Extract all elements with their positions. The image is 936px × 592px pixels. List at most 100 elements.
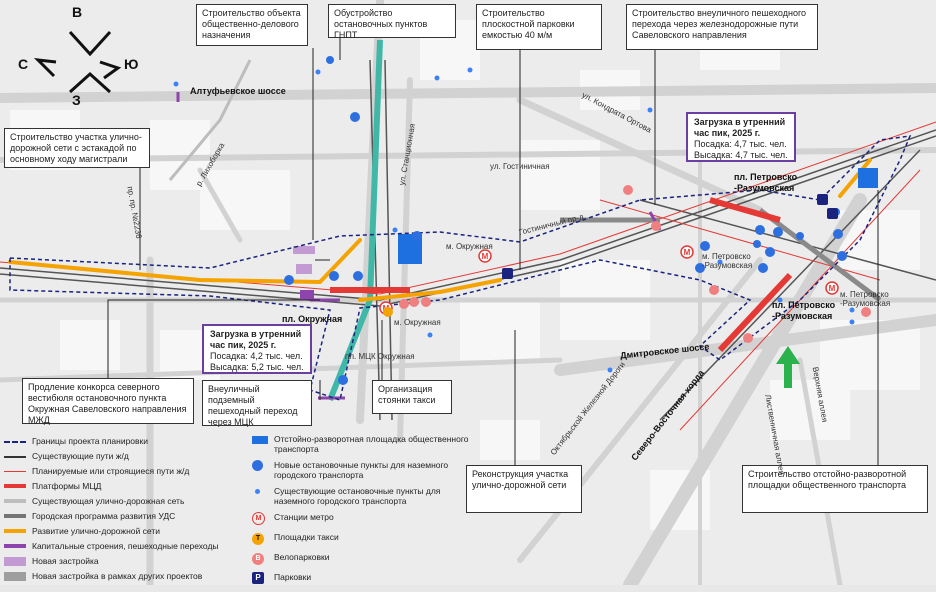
callout-pedestrian-crossing: Строительство внеуличного пешеходного пе…	[626, 4, 818, 50]
parking-icon: P	[252, 572, 264, 584]
legend-item: Границы проекта планировки	[4, 434, 244, 449]
legend-item: Новая застройка	[4, 554, 244, 569]
label-gostinichnaya: ул. Гостиничная	[490, 162, 550, 171]
new-building	[300, 290, 314, 300]
legend-item: Существующие пути ж/д	[4, 449, 244, 464]
terminal-icon	[252, 434, 268, 446]
new-building	[296, 264, 312, 274]
legend-item: Существующая улично-дорожная сеть	[4, 494, 244, 509]
legend-item: М Станции метро	[252, 512, 472, 526]
callout-concourse: Продление конкорса северного вестибюля о…	[22, 378, 194, 425]
legend-item: Новая застройка в рамках других проектов	[4, 569, 244, 584]
legend-label: Отстойно-разворотная площадка общественн…	[274, 434, 469, 454]
load-box-okruzhnaya: Загрузка в утренний час пик, 2025 г. Пос…	[202, 324, 312, 374]
legend-item: Существующие остановочные пункты для наз…	[252, 486, 472, 506]
direction-arrow-icon	[776, 346, 800, 388]
svg-text:М: М	[684, 248, 691, 257]
load-boarding: Посадка: 4,2 тыс. чел.	[210, 351, 303, 361]
callout-underpass: Внеуличный подземный пешеходный переход …	[202, 380, 312, 427]
taxi-icon: Т	[252, 532, 264, 545]
label-pl-mck-okruzhnaya: пл. МЦК Окружная	[345, 352, 415, 361]
legend-swatch	[4, 499, 26, 503]
load-box-petrovsko: Загрузка в утренний час пик, 2025 г. Пос…	[686, 112, 796, 162]
legend-item: Капитальные строения, пешеходные переход…	[4, 539, 244, 554]
legend-swatch	[4, 557, 26, 566]
legend-swatch	[4, 441, 26, 443]
legend-item: Новые остановочные пункты для наземного …	[252, 460, 472, 480]
label-m-okruzhnaya-bottom: м. Окружная	[394, 318, 441, 327]
legend-item: Платформы МЦД	[4, 479, 244, 494]
legend-label: Станции метро	[274, 512, 334, 522]
svg-text:М: М	[829, 284, 836, 293]
svg-text:М: М	[482, 252, 489, 261]
legend-swatch	[4, 484, 26, 488]
compass-rose	[33, 30, 122, 94]
city-program-roads	[560, 208, 882, 302]
label-altufevskoe: Алтуфьевское шоссе	[190, 86, 286, 96]
legend-label: Существующие остановочные пункты для наз…	[274, 486, 441, 506]
callout-taxi: Организация стоянки такси	[372, 380, 452, 414]
compass-south: З	[72, 92, 81, 108]
compass-north: В	[72, 4, 83, 20]
legend-item: В Велопарковки	[252, 552, 472, 566]
taxi-stand	[383, 307, 393, 317]
road-development	[8, 158, 872, 302]
project-boundaries	[9, 135, 912, 401]
legend-label: Велопарковки	[274, 552, 330, 562]
legend-label: Новая застройка в рамках других проектов	[32, 571, 203, 581]
parkings	[502, 194, 838, 279]
legend-label: Новые остановочные пункты для наземного …	[274, 460, 449, 480]
legend-item: Отстойно-разворотная площадка общественн…	[252, 434, 472, 454]
existing-stop-icon	[252, 486, 263, 499]
legend-item: Планируемые или строящиеся пути ж/д	[4, 464, 244, 479]
legend-swatch	[4, 514, 26, 518]
river-likhoborka	[168, 59, 252, 181]
compass-east: Ю	[124, 56, 139, 72]
new-stop-icon	[252, 460, 263, 473]
callout-bus-stops: Обустройство остановочных пунктов ГНПТ	[328, 4, 456, 40]
legend-label: Планируемые или строящиеся пути ж/д	[32, 466, 190, 476]
label-pl-okruzhnaya: пл. Окружная	[282, 314, 343, 324]
legend-swatch	[4, 456, 26, 458]
existing-stops	[173, 67, 855, 373]
load-box-title: Загрузка в утренний час пик, 2025 г.	[210, 329, 302, 350]
callout-parking: Строительство плоскостной парковки емкос…	[476, 4, 602, 50]
label-m-okruzhnaya-top: м. Окружная	[446, 242, 493, 251]
callout-terminal: Строительство отстойно-разворотной площа…	[742, 465, 928, 513]
legend-swatch	[4, 529, 26, 533]
label-pl-petrovsko-top: пл. Петровско -Разумовская	[734, 172, 798, 193]
legend-label: Развитие улично-дорожной сети	[32, 526, 160, 536]
load-alighting: Высадка: 5,2 тыс. чел.	[210, 362, 304, 372]
legend-label: Новая застройка	[32, 556, 99, 566]
label-m-petrovsko-right: м. Петровско -Разумовская	[840, 290, 891, 308]
legend-label: Границы проекта планировки	[32, 436, 149, 446]
city-blocks	[10, 20, 920, 530]
legend-item: Развитие улично-дорожной сети	[4, 524, 244, 539]
bike-parking-icon: В	[252, 552, 264, 565]
compass-west: С	[18, 56, 29, 72]
label-m-petrovsko-left: м. Петровско -Разумовская	[702, 252, 753, 270]
legend-label: Городская программа развития УДС	[32, 511, 176, 521]
legend-label: Капитальные строения, пешеходные переход…	[32, 541, 219, 551]
legend-label: Существующие пути ж/д	[32, 451, 129, 461]
load-alighting: Высадка: 4,7 тыс. чел.	[694, 150, 788, 160]
terminal-petrovsko	[858, 168, 878, 188]
load-box-title: Загрузка в утренний час пик, 2025 г.	[694, 117, 786, 138]
legend-right: Отстойно-разворотная площадка общественн…	[252, 434, 472, 592]
metro-icon: М	[252, 512, 265, 525]
legend-swatch	[4, 544, 26, 548]
new-building	[293, 246, 315, 254]
callout-reconstruction: Реконструкция участка улично-дорожной се…	[466, 465, 582, 513]
legend-label: Платформы МЦД	[32, 481, 102, 491]
legend-label: Существующая улично-дорожная сеть	[32, 496, 185, 506]
callout-leaders	[107, 36, 879, 465]
label-pl-petrovsko-mid: пл. Петровско -Разумовская	[772, 300, 836, 321]
mcd-platforms	[330, 197, 793, 353]
callout-road-section: Строительство участка улично-дорожной се…	[4, 128, 150, 168]
load-boarding: Посадка: 4,7 тыс. чел.	[694, 139, 787, 149]
legend-swatch	[4, 471, 26, 472]
legend-swatch	[4, 572, 26, 581]
